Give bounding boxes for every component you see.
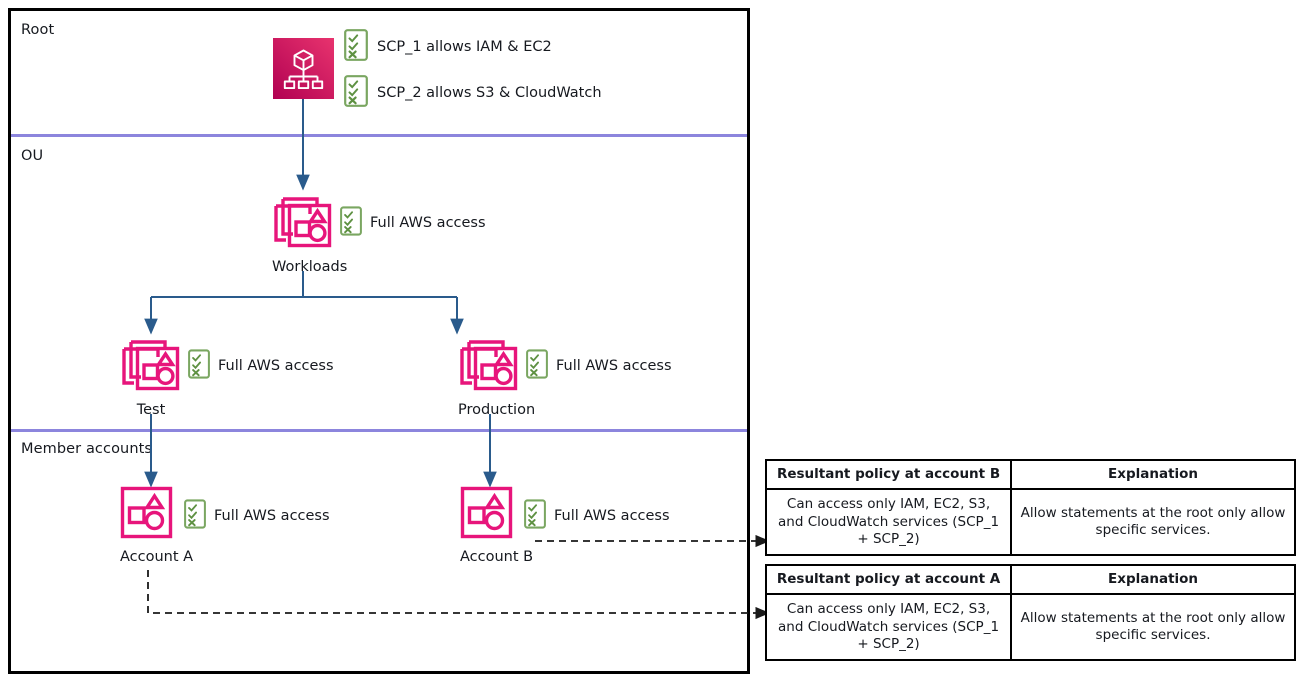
ou-production-note: Full AWS access xyxy=(556,358,672,374)
policy-checklist-icon xyxy=(340,206,362,240)
table-row: Can access only IAM, EC2, S3, and CloudW… xyxy=(764,593,1296,662)
table-1-header-explanation: Explanation xyxy=(1010,458,1296,491)
organizational-unit-icon xyxy=(120,333,182,399)
table-row: Resultant policy at account B Explanatio… xyxy=(764,458,1296,491)
table-1-header-policy: Resultant policy at account B xyxy=(764,458,1013,491)
node-account-a[interactable]: Full AWS access Account A xyxy=(120,486,330,565)
node-ou-production[interactable]: Full AWS access Production xyxy=(458,333,672,418)
zone-label-member-accounts: Member accounts xyxy=(21,441,153,457)
root-policy-item-2[interactable]: SCP_2 allows S3 & CloudWatch xyxy=(344,75,602,111)
table-1-cell-policy: Can access only IAM, EC2, S3, and CloudW… xyxy=(764,488,1013,557)
table-2-cell-policy: Can access only IAM, EC2, S3, and CloudW… xyxy=(764,593,1013,662)
policy-checklist-icon xyxy=(344,75,368,111)
account-b-caption: Account B xyxy=(460,549,534,565)
node-ou-workloads[interactable]: Full AWS access Workloads xyxy=(272,190,486,275)
node-account-b[interactable]: Full AWS access Account B xyxy=(460,486,670,565)
table-2-cell-explanation: Allow statements at the root only allow … xyxy=(1010,593,1296,662)
account-a-caption: Account A xyxy=(120,549,194,565)
ou-test-note: Full AWS access xyxy=(218,358,334,374)
aws-organizations-icon xyxy=(273,37,334,103)
policy-checklist-icon xyxy=(524,499,546,533)
organizational-unit-icon xyxy=(272,190,334,256)
account-b-note: Full AWS access xyxy=(554,508,670,524)
policy-checklist-icon xyxy=(184,499,206,533)
node-root[interactable]: SCP_1 allows IAM & EC2 SCP_2 allows S3 & xyxy=(273,29,602,111)
aws-account-icon xyxy=(120,486,178,546)
root-policy-label-1: SCP_1 allows IAM & EC2 xyxy=(377,39,552,55)
organizational-unit-icon xyxy=(458,333,520,399)
policy-checklist-icon xyxy=(526,349,548,383)
policy-checklist-icon xyxy=(188,349,210,383)
resultant-policy-table-account-a: Resultant policy at account A Explanatio… xyxy=(764,563,1296,662)
aws-account-icon xyxy=(460,486,518,546)
table-2-header-explanation: Explanation xyxy=(1010,563,1296,596)
table-row: Resultant policy at account A Explanatio… xyxy=(764,563,1296,596)
zone-label-root: Root xyxy=(21,22,55,38)
zone-label-ou: OU xyxy=(21,148,44,164)
root-policy-list: SCP_1 allows IAM & EC2 SCP_2 allows S3 & xyxy=(344,29,602,111)
ou-test-caption: Test xyxy=(136,402,166,418)
table-2-header-policy: Resultant policy at account A xyxy=(764,563,1013,596)
node-ou-test[interactable]: Full AWS access Test xyxy=(120,333,334,418)
policy-checklist-icon xyxy=(344,29,368,65)
ou-workloads-caption: Workloads xyxy=(272,259,348,275)
ou-production-caption: Production xyxy=(458,402,536,418)
resultant-policy-table-account-b: Resultant policy at account B Explanatio… xyxy=(764,458,1296,557)
table-1-cell-explanation: Allow statements at the root only allow … xyxy=(1010,488,1296,557)
root-policy-label-2: SCP_2 allows S3 & CloudWatch xyxy=(377,85,602,101)
account-a-note: Full AWS access xyxy=(214,508,330,524)
ou-workloads-note: Full AWS access xyxy=(370,215,486,231)
root-policy-item-1[interactable]: SCP_1 allows IAM & EC2 xyxy=(344,29,602,65)
zone-divider-ou-accounts xyxy=(11,429,747,432)
zone-divider-root-ou xyxy=(11,134,747,137)
table-row: Can access only IAM, EC2, S3, and CloudW… xyxy=(764,488,1296,557)
